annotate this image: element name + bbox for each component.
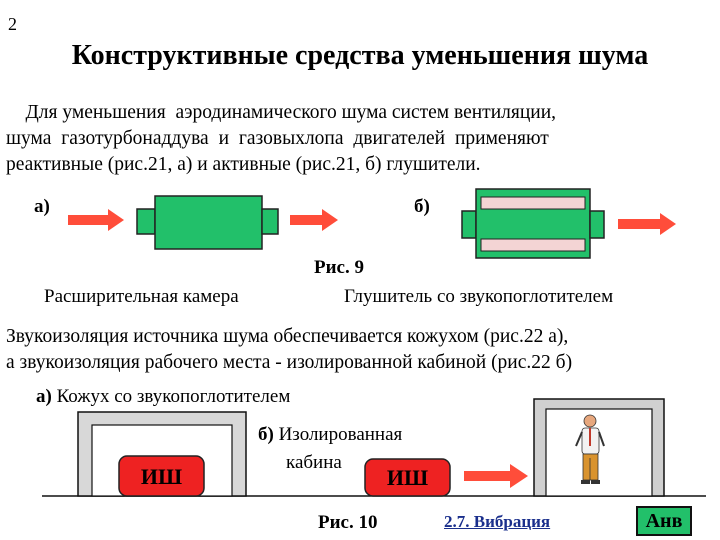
vibration-section-link[interactable]: 2.7. Вибрация — [444, 512, 551, 531]
muffler-outflow-arrow-icon — [618, 213, 676, 235]
muffler-pipe-right — [589, 210, 605, 239]
noise-source-b — [364, 458, 451, 497]
fig10-item-b: б) Изолированная — [258, 424, 402, 446]
fig9-caption-b: Глушитель со звукопоглотителем — [344, 286, 614, 307]
intro-paragraph: Для уменьшения аэродинамического шума си… — [6, 100, 712, 178]
page-title: Конструктивные средства уменьшения шума — [71, 40, 649, 71]
insulation-line-2: а звукоизоляция рабочего места - изолиро… — [6, 352, 573, 373]
outflow-arrow-icon — [290, 209, 338, 231]
inflow-arrow-icon — [68, 209, 124, 231]
noise-arrow-icon — [464, 464, 528, 488]
cabin-diagram — [364, 398, 665, 497]
intro-line-2: шума газотурбонаддува и газовыхлопа двиг… — [6, 128, 549, 149]
fig10-text-a: Кожух со звукопоглотителем — [56, 386, 291, 407]
insulation-line-1: Звукоизоляция источника шума обеспечивае… — [6, 326, 569, 347]
fig10-label-a: а) — [36, 386, 52, 407]
fig9-label-b: б) — [414, 196, 430, 217]
expansion-chamber-diagram — [68, 195, 338, 250]
absorber-layer-top — [480, 196, 586, 210]
muffler-pipe-left — [461, 210, 477, 239]
absorber-layer-bottom — [480, 238, 586, 252]
fig10-text-b-line2: кабина — [286, 452, 342, 473]
fig10-label-b: б) — [258, 424, 274, 445]
enclosure-diagram — [77, 411, 247, 497]
standing-person-icon — [575, 414, 605, 484]
noise-source-b-label: ИШ — [386, 465, 429, 490]
chamber-pipe-right — [261, 208, 279, 235]
fig9-caption-a: Расширительная камера — [44, 286, 239, 307]
fig9-caption: Рис. 9 — [314, 257, 364, 278]
absorptive-muffler-diagram — [461, 188, 676, 259]
insulation-paragraph: Звукоизоляция источника шума обеспечивае… — [6, 324, 712, 376]
fig10-caption: Рис. 10 — [318, 512, 378, 533]
intro-line-1: Для уменьшения аэродинамического шума си… — [6, 102, 557, 123]
fig10-text-b-line1: Изолированная — [278, 424, 403, 445]
fig9-label-a: а) — [34, 196, 50, 217]
slide-number: 2 — [8, 14, 17, 34]
chamber-pipe-left — [136, 208, 156, 235]
noise-source-a-label: ИШ — [140, 464, 183, 489]
fig10-item-a: а) Кожух со звукопоглотителем — [36, 386, 290, 408]
nav-button[interactable]: Анв — [636, 506, 692, 536]
noise-source-a — [118, 455, 205, 497]
intro-line-3: реактивные (рис.21, а) и активные (рис.2… — [6, 154, 481, 175]
chamber-body — [154, 195, 263, 250]
